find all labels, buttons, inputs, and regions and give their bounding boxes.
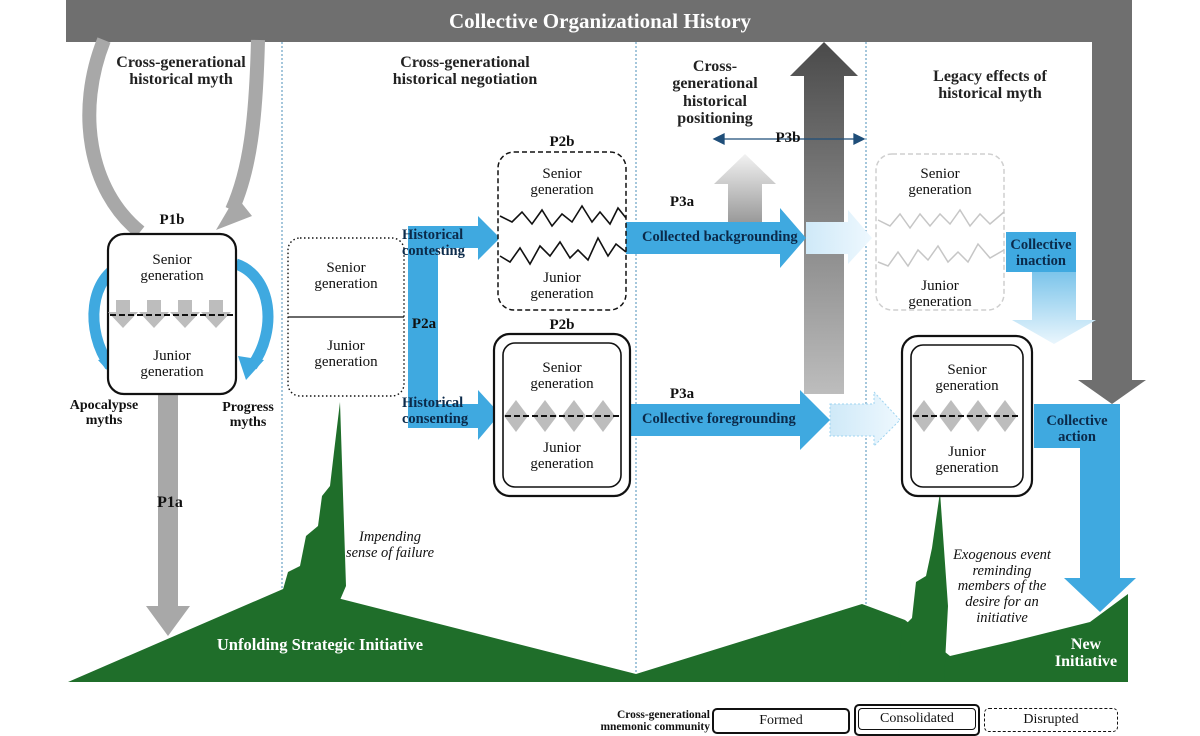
legend-formed: Formed (712, 708, 850, 734)
p1a-arrow (146, 394, 190, 636)
p3b-label: P3b (775, 130, 801, 146)
collective-foregrounding-label: Collective foregrounding (642, 411, 796, 427)
ground-hills (68, 402, 1128, 682)
p2a-arrows (408, 216, 500, 440)
p3b-double-arrow (712, 132, 866, 146)
collected-backgrounding-label: Collected backgrounding (642, 229, 798, 245)
legend-disrupted: Disrupted (984, 708, 1118, 732)
backgrounding-up-arrow (714, 154, 776, 222)
banner-title: Collective Organizational History (448, 9, 752, 33)
p1b-loop (82, 37, 145, 238)
unfolding-initiative-label: Unfolding Strategic Initiative (216, 635, 424, 654)
p3b-dark-arrow (790, 42, 858, 394)
legend-consolidated-inner: Consolidated (858, 708, 976, 730)
collective-foregrounding-arrow (626, 390, 830, 450)
p3a-upper-label: P3a (669, 194, 695, 210)
collected-backgrounding-arrow (626, 208, 806, 268)
collective-action-arrow (1034, 404, 1136, 612)
p2b-lower-label: P2b (549, 317, 575, 333)
p1a-label: P1a (157, 494, 183, 511)
p2a-label: P2a (411, 316, 437, 332)
history-banner (66, 0, 1146, 404)
p1b-label: P1b (159, 212, 185, 228)
legend-consolidated: Consolidated (854, 704, 980, 736)
p2b-upper-label: P2b (549, 134, 575, 150)
section-dividers (281, 42, 867, 682)
p3a-lower-label: P3a (669, 386, 695, 402)
